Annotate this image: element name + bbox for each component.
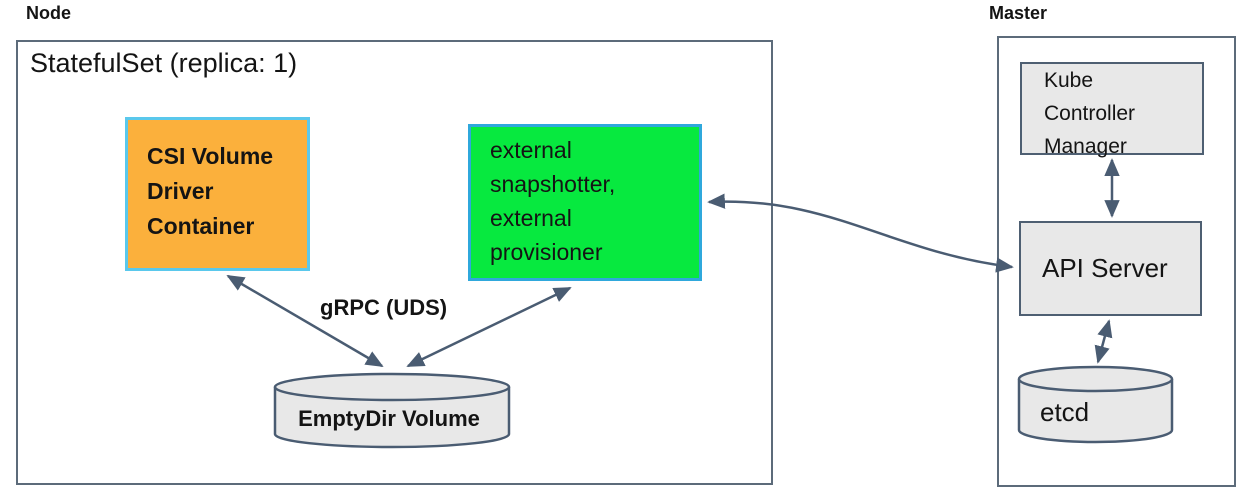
csi-box-text-line: CSI Volume <box>147 143 274 169</box>
statefulset-title: StatefulSet (replica: 1) <box>30 48 298 78</box>
csi-box-text-line: Driver <box>147 178 214 204</box>
kcm-box-text-line: Kube <box>1044 69 1094 92</box>
api-server-box: API Server <box>1019 221 1202 316</box>
kcm-box-text-line: Manager <box>1044 135 1127 158</box>
csi-volume-driver-container-box: CSI Volume Driver Container <box>125 117 310 271</box>
kcm-box-text-line: Controller <box>1044 102 1136 125</box>
emptydir-volume-label: EmptyDir Volume <box>298 406 480 431</box>
api-server-label: API Server <box>1042 253 1168 283</box>
sidecar-box-text-line: external <box>490 137 572 163</box>
grpc-uds-label: gRPC (UDS) <box>320 295 448 320</box>
sidecar-box-text-line: provisioner <box>490 239 603 265</box>
etcd-label: etcd <box>1040 397 1090 427</box>
node-section-label: Node <box>26 3 71 23</box>
sidecar-box-text-line: snapshotter, <box>490 171 616 197</box>
kube-controller-manager-box: Kube Controller Manager <box>1020 62 1204 158</box>
sidecar-box-text-line: external <box>490 205 572 231</box>
external-snapshotter-provisioner-box: external snapshotter, external provision… <box>468 124 702 281</box>
csi-box-text-line: Container <box>147 213 255 239</box>
master-section-label: Master <box>989 3 1048 23</box>
